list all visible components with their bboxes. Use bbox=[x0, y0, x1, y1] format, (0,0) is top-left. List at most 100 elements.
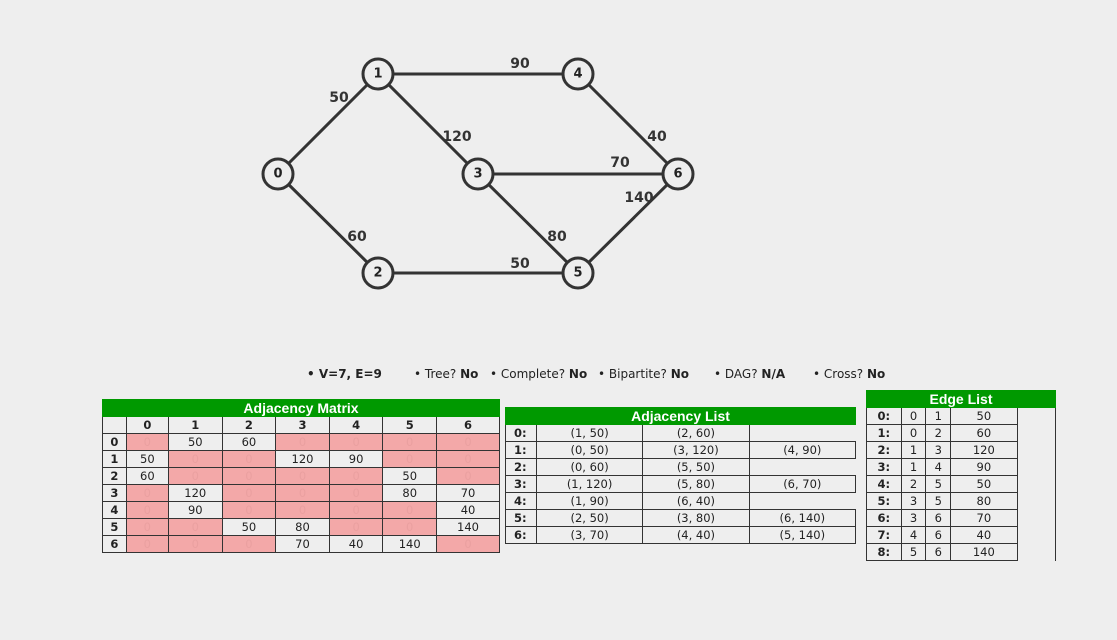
matrix-cell: 0 bbox=[328, 467, 384, 485]
vertex-circle bbox=[261, 157, 295, 191]
matrix-cell: 0 bbox=[382, 433, 438, 451]
edge-list-endpoint: 3 bbox=[900, 509, 927, 527]
matrix-row-header: 3 bbox=[102, 484, 127, 502]
adjacency-list-row: 0:(1, 50)(2, 60) bbox=[505, 424, 856, 442]
matrix-cell: 0 bbox=[167, 467, 223, 485]
edge-list-weight: 50 bbox=[950, 407, 1018, 425]
edge-weight-0-2: 60 bbox=[347, 229, 367, 245]
vertex-4[interactable]: 4 bbox=[561, 57, 595, 91]
edge-list-padding bbox=[1017, 475, 1057, 493]
edge-1-3 bbox=[376, 72, 480, 176]
edge-list-index: 2: bbox=[866, 441, 902, 459]
vertex-6[interactable]: 6 bbox=[661, 157, 695, 191]
stat-vertex-edge-count: • V=7, E=9 bbox=[307, 367, 382, 381]
matrix-cell: 120 bbox=[167, 484, 223, 502]
adjacency-list-item: (6, 40) bbox=[642, 492, 750, 510]
vertex-circle bbox=[361, 256, 395, 290]
matrix-cell: 0 bbox=[221, 484, 277, 502]
matrix-cell: 90 bbox=[328, 450, 384, 468]
matrix-cell: 0 bbox=[275, 501, 330, 519]
stat-tree: • Tree? No bbox=[414, 367, 479, 381]
adjacency-list-item: (3, 80) bbox=[642, 509, 750, 527]
edge-list-index: 3: bbox=[866, 458, 902, 476]
edge-list-endpoint: 1 bbox=[925, 407, 952, 425]
matrix-row-header: 5 bbox=[102, 518, 127, 536]
adjacency-list-row: 3:(1, 120)(5, 80)(6, 70) bbox=[505, 475, 857, 493]
edge-0-1 bbox=[276, 72, 380, 176]
edge-weight-1-4: 90 bbox=[510, 56, 530, 72]
matrix-cell: 0 bbox=[328, 484, 384, 502]
edge-list-padding bbox=[1017, 492, 1057, 510]
edge-list-index: 4: bbox=[866, 475, 902, 493]
vertex-3[interactable]: 3 bbox=[461, 157, 495, 191]
edge-list-index: 1: bbox=[866, 424, 902, 442]
adjacency-list-item: (4, 90) bbox=[748, 441, 857, 459]
matrix-cell: 140 bbox=[382, 535, 438, 553]
edge-list-index: 0: bbox=[866, 407, 902, 425]
matrix-cell: 70 bbox=[275, 535, 330, 553]
vertex-2[interactable]: 2 bbox=[361, 256, 395, 290]
matrix-cell: 0 bbox=[125, 501, 169, 519]
matrix-col-header: 4 bbox=[328, 416, 384, 434]
edge-list-endpoint: 1 bbox=[900, 441, 927, 459]
adjacency-list-empty bbox=[749, 424, 856, 442]
edge-list-weight: 80 bbox=[950, 492, 1018, 510]
adjacency-list-item: (3, 120) bbox=[642, 441, 750, 459]
vertex-1[interactable]: 1 bbox=[361, 57, 395, 91]
adjacency-list-item: (5, 140) bbox=[748, 526, 857, 544]
vertex-label: 1 bbox=[373, 67, 382, 82]
edge-3-5 bbox=[476, 172, 580, 275]
matrix-cell: 0 bbox=[125, 433, 169, 451]
edge-list-weight: 90 bbox=[950, 458, 1018, 476]
matrix-cell: 0 bbox=[221, 450, 277, 468]
edge-5-6 bbox=[576, 172, 680, 275]
adjacency-list-row: 5:(2, 50)(3, 80)(6, 140) bbox=[505, 509, 857, 527]
edge-weight-0-1: 50 bbox=[329, 90, 349, 106]
edge-list-weight: 40 bbox=[950, 526, 1018, 544]
matrix-cell: 50 bbox=[125, 450, 169, 468]
matrix-cell: 0 bbox=[275, 433, 330, 451]
adjacency-list-item: (0, 60) bbox=[535, 458, 644, 476]
matrix-cell: 90 bbox=[167, 501, 223, 519]
edge-4-6 bbox=[576, 72, 680, 176]
vertex-0[interactable]: 0 bbox=[261, 157, 295, 191]
edge-list-endpoint: 4 bbox=[925, 458, 952, 476]
matrix-cell: 0 bbox=[382, 501, 438, 519]
edge-list-endpoint: 5 bbox=[925, 492, 952, 510]
vertex-5[interactable]: 5 bbox=[561, 256, 595, 290]
matrix-cell: 50 bbox=[382, 467, 438, 485]
edge-list-endpoint: 3 bbox=[900, 492, 927, 510]
edge-list-padding bbox=[1017, 407, 1057, 425]
edge-list-endpoint: 3 bbox=[925, 441, 952, 459]
matrix-cell: 0 bbox=[221, 535, 277, 553]
matrix-cell: 0 bbox=[436, 433, 500, 451]
edge-list-padding bbox=[1017, 526, 1057, 544]
matrix-cell: 0 bbox=[328, 518, 384, 536]
matrix-cell: 50 bbox=[221, 518, 277, 536]
adjacency-list-item: (1, 90) bbox=[535, 492, 644, 510]
adjacency-list-row: 4:(1, 90)(6, 40) bbox=[505, 492, 856, 510]
matrix-cell: 0 bbox=[221, 501, 277, 519]
edge-list-endpoint: 6 bbox=[925, 509, 952, 527]
edge-list-padding bbox=[1017, 424, 1057, 442]
matrix-cell: 0 bbox=[275, 467, 330, 485]
edge-list-endpoint: 0 bbox=[900, 424, 927, 442]
adjacency-list-item: (0, 50) bbox=[535, 441, 644, 459]
matrix-cell: 80 bbox=[382, 484, 438, 502]
edge-0-2 bbox=[276, 172, 380, 275]
matrix-cell: 120 bbox=[275, 450, 330, 468]
edge-list-padding bbox=[1017, 509, 1057, 527]
adjacency-list-item: (2, 50) bbox=[535, 509, 644, 527]
vertex-label: 4 bbox=[573, 67, 582, 82]
matrix-cell: 0 bbox=[382, 450, 438, 468]
matrix-cell: 0 bbox=[436, 450, 500, 468]
vertex-circle bbox=[461, 157, 495, 191]
